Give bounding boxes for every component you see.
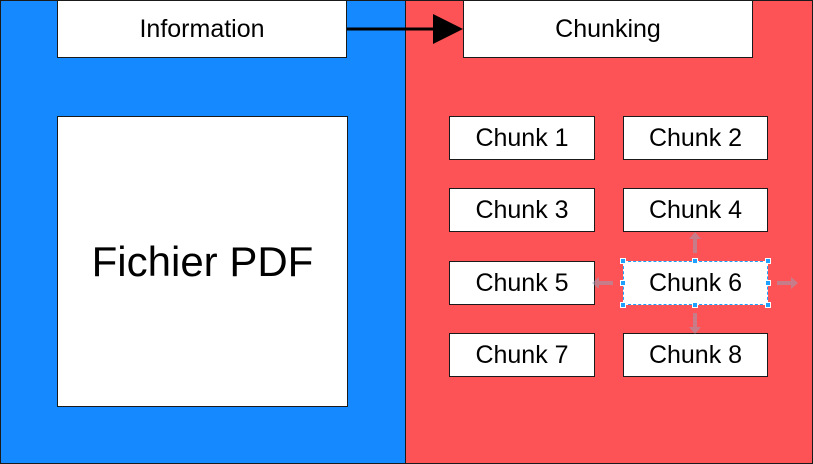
resize-handle-se[interactable] [765,302,771,308]
resize-handle-e[interactable] [765,280,771,286]
resize-handle-n[interactable] [692,258,698,264]
hover-arrow-up-icon [689,232,701,253]
hover-arrow-right-icon [777,277,798,289]
resize-handle-s[interactable] [692,302,698,308]
chunk-label: Chunk 5 [475,268,569,297]
chunk-label: Chunk 3 [475,195,569,224]
chunk-box-7[interactable]: Chunk 7 [449,333,595,377]
pdf-file-box[interactable]: Fichier PDF [57,116,348,407]
chunk-box-8[interactable]: Chunk 8 [623,333,768,377]
chunk-box-3[interactable]: Chunk 3 [449,188,595,232]
chunk-label: Chunk 6 [648,268,743,297]
chunk-box-1[interactable]: Chunk 1 [449,116,595,160]
chunk-label: Chunk 2 [648,123,743,152]
chunk-box-6-selected[interactable]: Chunk 6 [623,261,768,305]
resize-handle-ne[interactable] [765,258,771,264]
hover-connection-arrows [592,232,798,334]
chunk-label: Chunk 8 [648,340,743,369]
chunk-box-5[interactable]: Chunk 5 [449,261,595,305]
chunking-title-box[interactable]: Chunking [463,0,753,58]
pdf-file-label: Fichier PDF [91,237,314,285]
chunk-label: Chunk 1 [475,123,569,152]
chunking-title: Chunking [555,14,661,43]
chunking-panel [405,0,813,464]
chunk-box-2[interactable]: Chunk 2 [623,116,768,160]
resize-handle-sw[interactable] [620,302,626,308]
resize-handle-w[interactable] [620,280,626,286]
chunk-label: Chunk 4 [648,195,743,224]
information-title-box[interactable]: Information [57,0,347,58]
information-title: Information [139,14,265,43]
resize-handle-nw[interactable] [620,258,626,264]
hover-arrow-down-icon [689,313,701,334]
chunk-box-4[interactable]: Chunk 4 [623,188,768,232]
chunk-label: Chunk 7 [475,340,569,369]
hover-arrow-left-icon [592,277,613,289]
